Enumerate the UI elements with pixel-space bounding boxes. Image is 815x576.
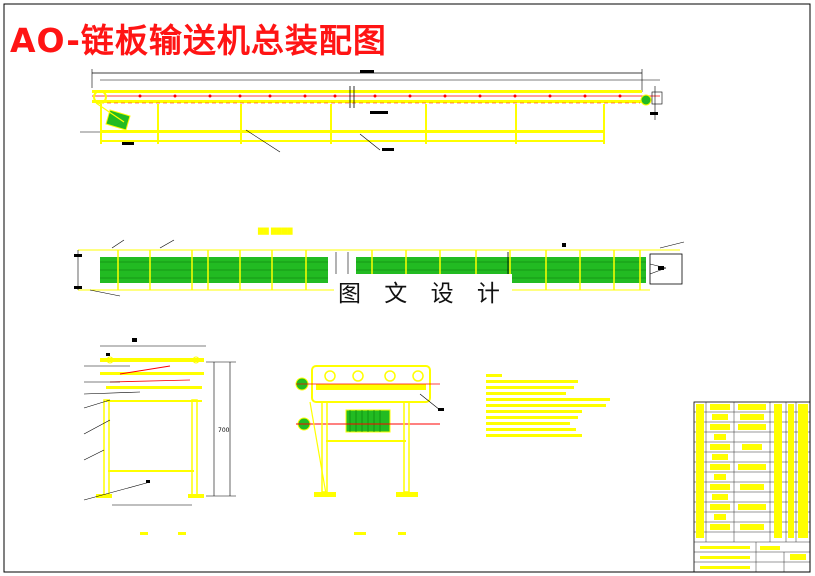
drive-end-view — [295, 365, 444, 535]
height-dimension-label: 700 — [218, 427, 230, 434]
drawing-title: AO-链板输送机总装配图 — [10, 21, 387, 60]
side-elevation-view — [80, 69, 663, 153]
sheet-border — [3, 3, 811, 573]
watermark-text: 图 文 设 计 — [334, 274, 512, 308]
svg-text:▇▇ ▇▇▇▇: ▇▇ ▇▇▇▇ — [257, 227, 293, 235]
title-block — [693, 401, 811, 573]
section-view — [83, 338, 236, 535]
technical-notes — [486, 374, 610, 437]
